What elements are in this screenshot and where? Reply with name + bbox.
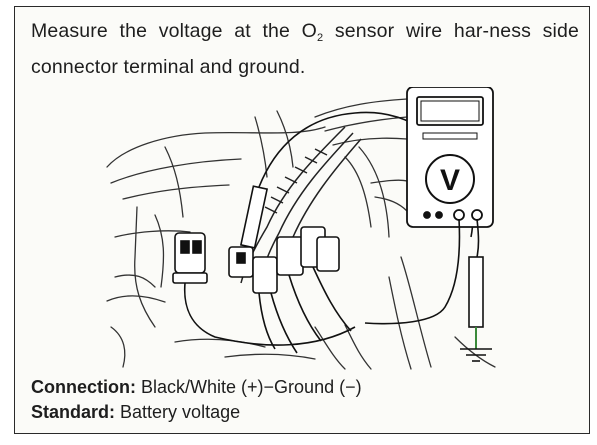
ground-symbol-icon — [460, 348, 492, 362]
engine-outline — [106, 98, 496, 370]
o2-sensor-connector — [172, 232, 356, 346]
volt-dc-icon: V — [440, 164, 460, 197]
meter-leads — [364, 218, 480, 325]
ground-test-probe — [468, 256, 484, 349]
standard-label: Standard: — [31, 402, 116, 422]
connection-spec: Connection: Black/White (+)−Ground (−) — [31, 377, 362, 398]
instruction-text: Measure the voltage at the O2 sensor wir… — [31, 20, 579, 78]
engine-illustration: V — [106, 87, 496, 370]
standard-value: Battery voltage — [120, 402, 241, 422]
connection-label: Connection: — [31, 377, 136, 397]
connection-value: Black/White (+)−Ground (−) — [141, 377, 362, 397]
figure-frame: Measure the voltage at the O2 sensor wir… — [14, 6, 590, 434]
harness-side-connector — [228, 226, 352, 354]
standard-spec: Standard: Battery voltage — [31, 402, 240, 423]
multimeter — [406, 87, 494, 228]
